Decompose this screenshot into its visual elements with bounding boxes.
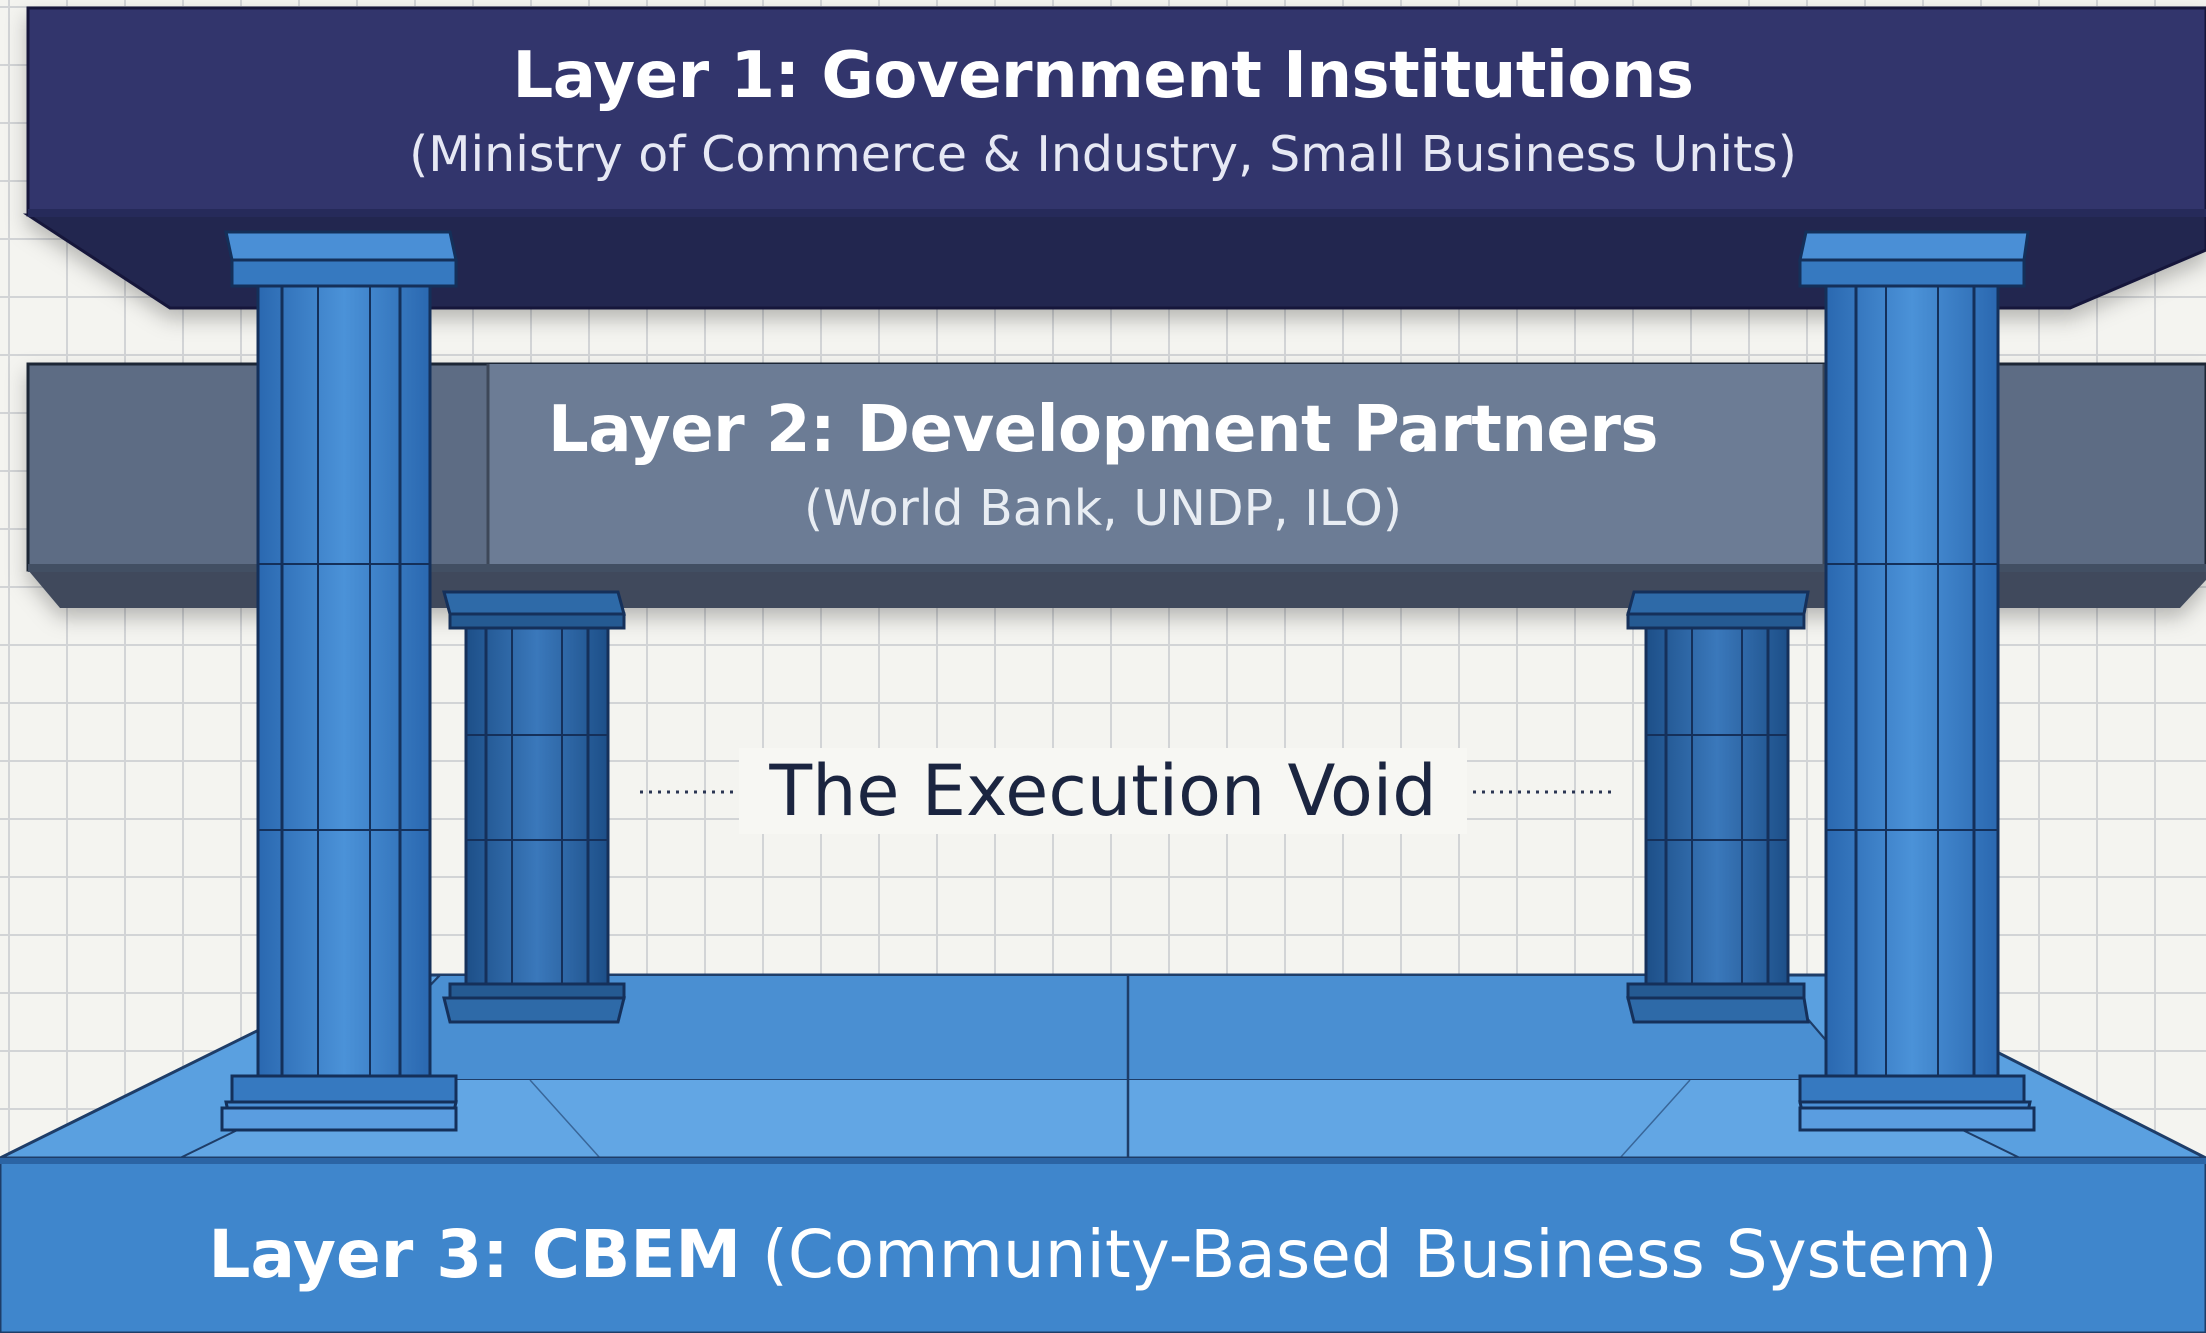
- layer3-subtitle: (Community-Based Business System): [762, 1216, 1998, 1293]
- pillar-icon: [220, 230, 2036, 1132]
- execution-void: The Execution Void: [0, 748, 2206, 834]
- inner-column-right: [1626, 590, 1810, 1024]
- inner-column-left: [442, 590, 626, 1024]
- layer3-label: Layer 3: CBEM (Community-Based Business …: [0, 1222, 2206, 1288]
- layer3-title: Layer 3: CBEM: [208, 1216, 742, 1293]
- layer1-subtitle: (Ministry of Commerce & Industry, Small …: [409, 126, 1797, 183]
- execution-void-label: The Execution Void: [739, 748, 1467, 834]
- layer1-title: Layer 1: Government Institutions: [512, 39, 1694, 113]
- layer2-subtitle: (World Bank, UNDP, ILO): [804, 480, 1402, 537]
- layer1-beam: [22, 6, 2206, 310]
- layer2-title: Layer 2: Development Partners: [548, 393, 1658, 467]
